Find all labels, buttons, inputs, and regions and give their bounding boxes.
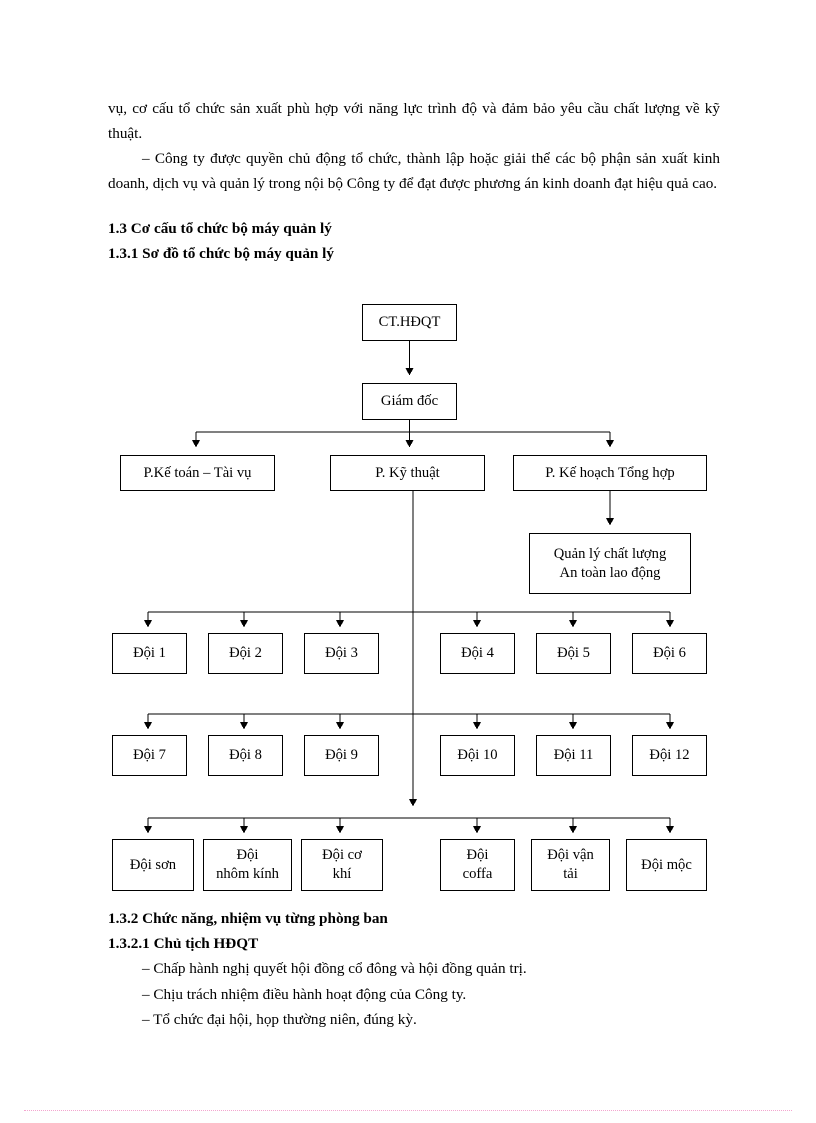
org-node-technical-dept[interactable]: P. Kỹ thuật bbox=[330, 455, 485, 491]
org-node-team-3[interactable]: Đội 3 bbox=[304, 633, 379, 674]
org-node-team-transport[interactable]: Đội vận tải bbox=[531, 839, 610, 891]
heading-1-3-1-text: 1.3.1 Sơ đồ tổ chức bộ máy quản lý bbox=[108, 245, 334, 262]
org-node-director[interactable]: Giám đốc bbox=[362, 383, 457, 420]
org-node-team-5[interactable]: Đội 5 bbox=[536, 633, 611, 674]
list-item: – Chịu trách nhiệm điều hành hoạt động c… bbox=[142, 985, 467, 1003]
chairman-duties-list: – Chấp hành nghị quyết hội đồng cổ đông … bbox=[108, 956, 728, 1033]
org-node-team-9[interactable]: Đội 9 bbox=[304, 735, 379, 776]
org-node-team-carpentry[interactable]: Đội mộc bbox=[626, 839, 707, 891]
org-node-chairman[interactable]: CT.HĐQT bbox=[362, 304, 457, 341]
org-node-team-7[interactable]: Đội 7 bbox=[112, 735, 187, 776]
org-node-team-4[interactable]: Đội 4 bbox=[440, 633, 515, 674]
list-item: – Tổ chức đại hội, họp thường niên, đúng… bbox=[142, 1011, 417, 1028]
list-item: – Chấp hành nghị quyết hội đồng cổ đông … bbox=[142, 960, 527, 977]
org-node-team-2[interactable]: Đội 2 bbox=[208, 633, 283, 674]
org-node-team-1[interactable]: Đội 1 bbox=[112, 633, 187, 674]
org-node-team-paint[interactable]: Đội sơn bbox=[112, 839, 194, 891]
org-node-team-8[interactable]: Đội 8 bbox=[208, 735, 283, 776]
heading-1-3-2: 1.3.2 Chức năng, nhiệm vụ từng phòng ban bbox=[108, 910, 388, 927]
org-node-team-12[interactable]: Đội 12 bbox=[632, 735, 707, 776]
paragraph-continuation: vụ, cơ cấu tổ chức sản xuất phù hợp với … bbox=[108, 100, 720, 142]
intro-paragraphs: vụ, cơ cấu tổ chức sản xuất phù hợp với … bbox=[108, 96, 720, 196]
org-node-accounting-dept[interactable]: P.Kế toán – Tài vụ bbox=[120, 455, 275, 491]
org-node-team-formwork[interactable]: Đội coffa bbox=[440, 839, 515, 891]
org-node-team-10[interactable]: Đội 10 bbox=[440, 735, 515, 776]
org-node-team-mechanical[interactable]: Đội cơ khí bbox=[301, 839, 383, 891]
heading-1-3-2-1: 1.3.2.1 Chủ tịch HĐQT bbox=[108, 935, 259, 952]
org-node-planning-dept[interactable]: P. Kế hoạch Tổng hợp bbox=[513, 455, 707, 491]
org-node-quality-safety[interactable]: Quản lý chất lượng An toàn lao động bbox=[529, 533, 691, 594]
org-node-team-aluminum-glass[interactable]: Đội nhôm kính bbox=[203, 839, 292, 891]
org-node-team-6[interactable]: Đội 6 bbox=[632, 633, 707, 674]
heading-1-3-text: 1.3 Cơ cấu tổ chức bộ máy quản lý bbox=[108, 220, 332, 237]
footer-divider bbox=[24, 1110, 792, 1112]
paragraph-company-rights: – Công ty được quyền chủ động tổ chức, t… bbox=[108, 150, 720, 192]
heading-1-3: 1.3 Cơ cấu tổ chức bộ máy quản lý bbox=[108, 216, 728, 241]
heading-1-3-1: 1.3.1 Sơ đồ tổ chức bộ máy quản lý bbox=[108, 241, 728, 266]
org-node-team-11[interactable]: Đội 11 bbox=[536, 735, 611, 776]
